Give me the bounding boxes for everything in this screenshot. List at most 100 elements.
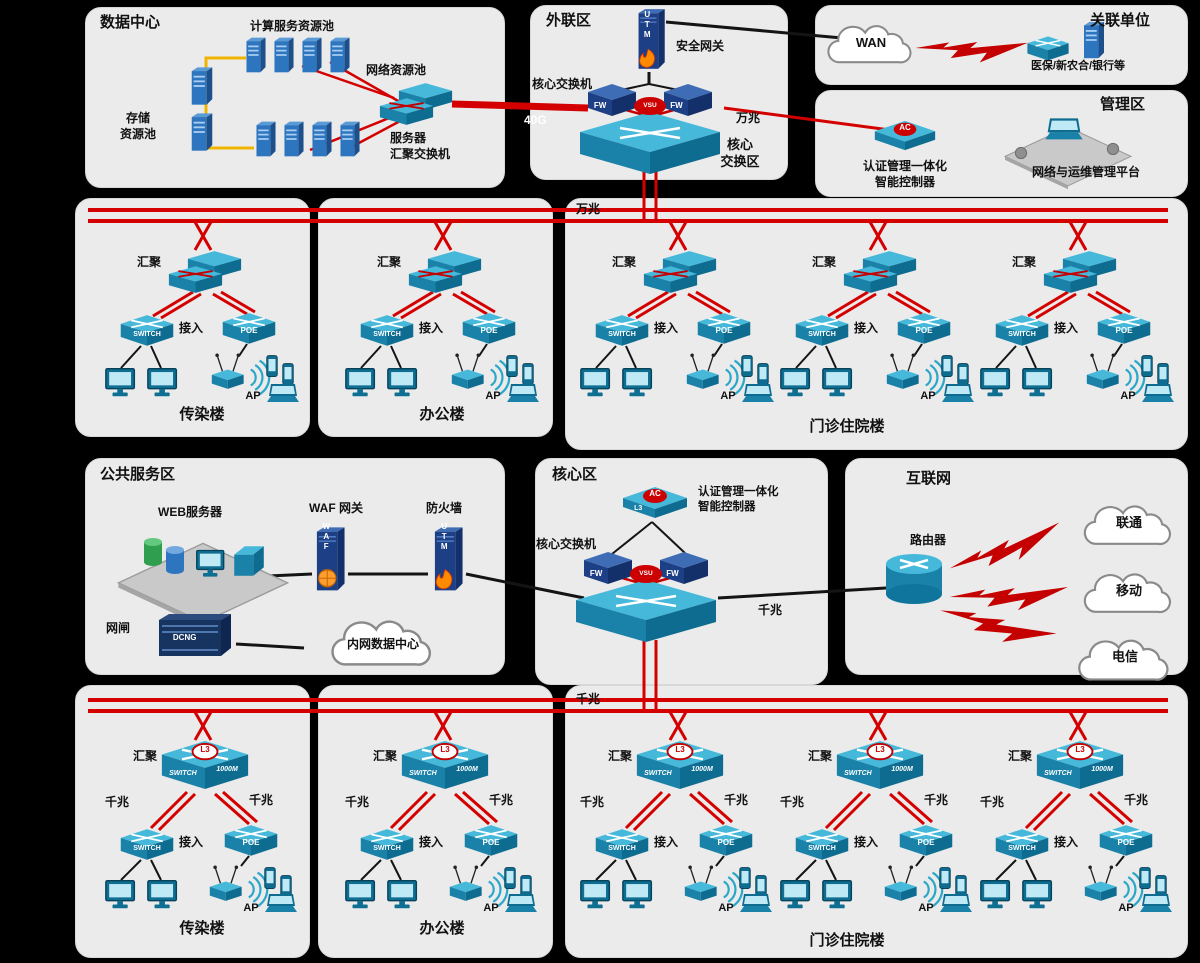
laptop-icon	[1042, 116, 1086, 144]
phone	[740, 354, 754, 378]
label-bus-bottom-speed: 千兆	[576, 692, 601, 706]
connection-line	[120, 859, 142, 881]
label-compute-pool: 计算服务资源池	[249, 19, 334, 33]
connection-line	[397, 792, 437, 832]
compute-server	[299, 34, 325, 76]
lightning-link-icon	[949, 584, 1068, 612]
label-access: 接入	[178, 835, 203, 849]
connection-line	[1024, 790, 1064, 830]
connection-line	[595, 345, 617, 369]
label-link-10g-ext: 万兆	[736, 111, 761, 125]
label-ap: AP	[483, 902, 499, 914]
label-gigabit: 千兆	[779, 795, 804, 809]
label-gigabit: 千兆	[344, 795, 369, 809]
device-text: L3	[875, 745, 885, 755]
phone	[1138, 866, 1152, 890]
label-associated-members: 医保/新农合/银行等	[1030, 60, 1126, 72]
aggregation-switch	[842, 248, 918, 296]
label-isp-telecom: 电信	[1111, 649, 1138, 664]
building-name-infectious-bottom: 传染楼	[179, 920, 225, 937]
phone	[263, 866, 277, 890]
device-text: POE	[240, 326, 258, 336]
connection-line	[668, 221, 688, 251]
aggregation-switch	[407, 248, 483, 296]
connection-line	[1087, 292, 1123, 316]
connection-line	[222, 790, 258, 824]
panel-title-data-center: 数据中心	[100, 14, 161, 31]
pc-icon	[578, 366, 616, 400]
phone-icon	[740, 354, 754, 378]
flatswitch-icon	[620, 482, 690, 522]
label-gigabit: 千兆	[104, 795, 129, 809]
connection-line	[1032, 792, 1072, 832]
connection-line	[478, 343, 488, 357]
connection-line	[452, 292, 488, 316]
compute-server	[327, 34, 353, 76]
label-wan: WAN	[855, 35, 887, 50]
device-text: SWITCH	[1044, 770, 1072, 778]
pc-icon	[1020, 878, 1058, 912]
device-text: L3	[634, 505, 643, 513]
pc	[778, 878, 816, 912]
label-aggregation: 汇聚	[807, 749, 832, 763]
connection-line	[193, 711, 213, 741]
connection-line	[360, 345, 382, 369]
access-switch: SWITCH	[119, 826, 175, 862]
connection-line	[120, 345, 142, 369]
panel-management-zone	[815, 90, 1188, 197]
label-core-switch-core: 核心交换机	[536, 537, 597, 551]
access-switch: SWITCH	[994, 826, 1050, 862]
phone	[1140, 354, 1154, 378]
connection-line	[625, 859, 637, 881]
utm-security-gateway: UTM	[632, 6, 668, 76]
label-gigabit: 千兆	[248, 793, 273, 807]
aggregation-switch	[642, 248, 718, 296]
pc	[778, 366, 816, 400]
pc-icon	[194, 548, 230, 580]
pc-icon	[103, 366, 141, 400]
access-switch: SWITCH	[794, 312, 850, 348]
compute-server	[309, 118, 335, 160]
pc-icon	[620, 366, 658, 400]
label-gigabit: 千兆	[723, 793, 748, 807]
poe-access-switch: POE	[696, 310, 752, 346]
phone-icon	[265, 354, 279, 378]
label-aggregation: 汇聚	[607, 749, 632, 763]
building-name-office-bottom: 办公楼	[419, 920, 465, 937]
label-link-40g: 40G	[524, 113, 547, 127]
pc-icon	[103, 878, 141, 912]
connection-line	[460, 290, 496, 314]
poe-access-switch: POE	[1098, 822, 1154, 858]
agg-icon	[167, 248, 243, 296]
pc	[103, 878, 141, 912]
phone	[505, 354, 519, 378]
server-icon	[188, 110, 216, 154]
compute-server	[253, 118, 279, 160]
management-node	[1106, 142, 1120, 156]
label-ap: AP	[243, 902, 259, 914]
aggregation-switch	[1042, 248, 1118, 296]
building-name-office-top: 办公楼	[419, 406, 465, 423]
device-text: 1000M	[216, 766, 238, 774]
compute-server	[281, 118, 307, 160]
utm-firewall: UTM	[428, 518, 466, 604]
label-mgmt-platform: 网络与运维管理平台	[1031, 165, 1140, 179]
connection-line	[390, 345, 402, 369]
switch-icon	[1026, 34, 1070, 62]
connection-line	[400, 292, 442, 320]
device-text: SWITCH	[644, 770, 672, 778]
building-name-outpatient-bottom: 门诊住院楼	[809, 932, 885, 949]
device-text: SWITCH	[133, 330, 161, 338]
node-icon	[1014, 146, 1028, 160]
phone-icon	[1138, 866, 1152, 890]
device-text: 1000M	[456, 766, 478, 774]
storage-server	[188, 64, 216, 108]
label-aggregation: 汇聚	[132, 749, 157, 763]
label-aggregation: 汇聚	[1011, 255, 1036, 269]
